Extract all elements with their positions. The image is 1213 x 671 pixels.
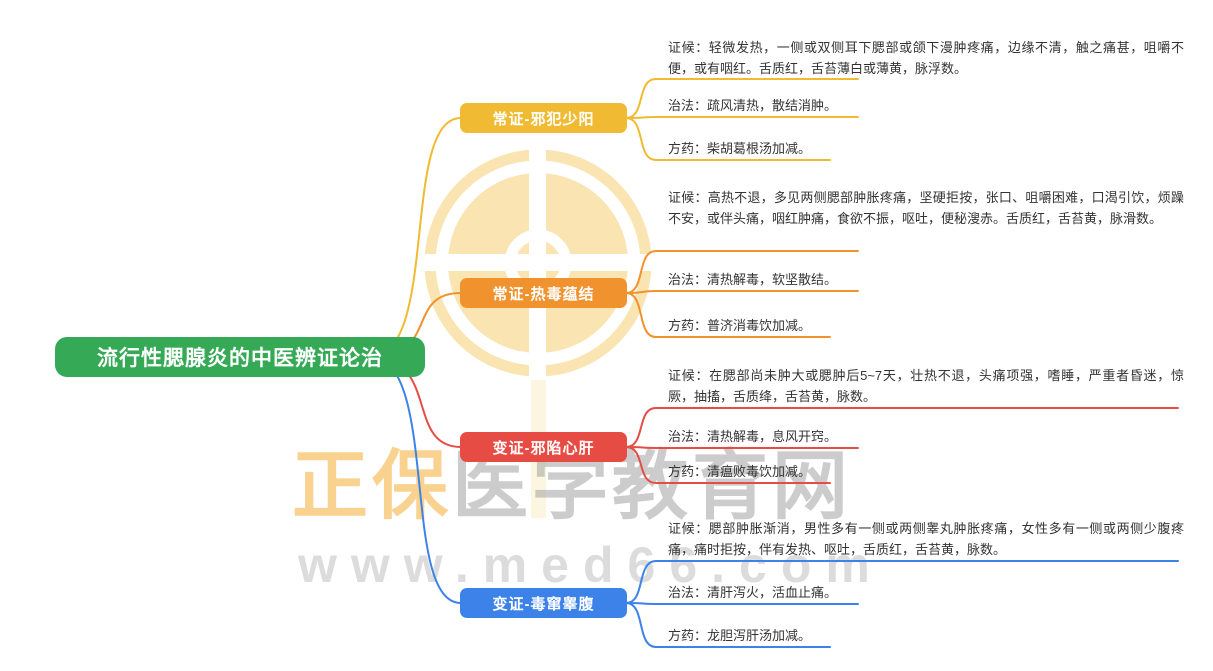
leaf-branch3-zhenghou[interactable]: 证候：在腮部尚未肿大或腮肿后5~7天，壮热不退，头痛项强，嗜睡，严重者昏迷，惊厥… [668, 368, 1184, 404]
leaf-branch2-zhenghou[interactable]: 证候：高热不退，多见两侧腮部肿胀疼痛，坚硬拒按，张口、咀嚼困难，口渴引饮，烦躁不… [668, 190, 1184, 226]
connector-branch1-item2 [625, 116, 859, 119]
leaf-branch2-fangyao[interactable]: 方药：普济消毒饮加减。 [668, 318, 812, 333]
leaf-branch1-zhifa[interactable]: 治法：疏风清热，散结消肿。 [668, 98, 838, 113]
connector-branch3-item2 [625, 446, 859, 449]
leaf-branch2-zhifa[interactable]: 治法：清热解毒，软坚散结。 [668, 272, 838, 287]
leaf-branch4-fangyao[interactable]: 方药：龙胆泻肝汤加减。 [668, 628, 812, 643]
branch-node-bianzheng-duchuangaofu[interactable]: 变证-毒窜睾腹 [460, 588, 627, 618]
watermark-url: www.med66.com [298, 537, 884, 593]
leaf-branch1-fangyao[interactable]: 方药：柴胡葛根汤加减。 [668, 141, 812, 156]
connector-branch1-item1 [625, 78, 859, 119]
branch-node-changzheng-xiefanshaoyang[interactable]: 常证-邪犯少阳 [460, 103, 627, 133]
connector-root-branch-1 [369, 117, 462, 358]
connector-branch3-item1 [625, 407, 1179, 448]
root-node[interactable]: 流行性腮腺炎的中医辨证论治 [55, 337, 425, 377]
connector-branch2-item1 [625, 250, 859, 294]
leaf-branch3-fangyao[interactable]: 方药：清瘟败毒饮加减。 [668, 464, 812, 479]
leaf-branch3-zhifa[interactable]: 治法：清热解毒，息风开窍。 [668, 429, 838, 444]
leaf-branch1-zhenghou[interactable]: 证候：轻微发热，一侧或双侧耳下腮部或颌下漫肿疼痛，边缘不清，触之痛甚，咀嚼不便，… [668, 40, 1184, 76]
branch-node-bianzheng-xiexianxingan[interactable]: 变证-邪陷心肝 [460, 432, 627, 462]
connector-branch4-item1 [625, 560, 1179, 604]
leaf-branch4-zhenghou[interactable]: 证候：腮部肿胀渐消，男性多有一侧或两侧睾丸肿胀疼痛，女性多有一侧或两侧少腹疼痛，… [668, 521, 1184, 557]
connector-root-branch-4 [369, 356, 462, 604]
connector-branch3-item3 [625, 446, 831, 484]
logo-cross-horizontal [421, 254, 655, 271]
connector-branch4-item2 [625, 602, 859, 605]
connector-branch2-item3 [625, 292, 831, 338]
connector-branch4-item3 [625, 602, 831, 648]
connector-branch1-item3 [625, 117, 831, 161]
connector-branch2-item2 [625, 290, 859, 294]
leaf-branch4-zhifa[interactable]: 治法：清肝泻火，活血止痛。 [668, 585, 838, 600]
branch-node-changzheng-reduyunjie[interactable]: 常证-热毒蕴结 [460, 278, 627, 308]
